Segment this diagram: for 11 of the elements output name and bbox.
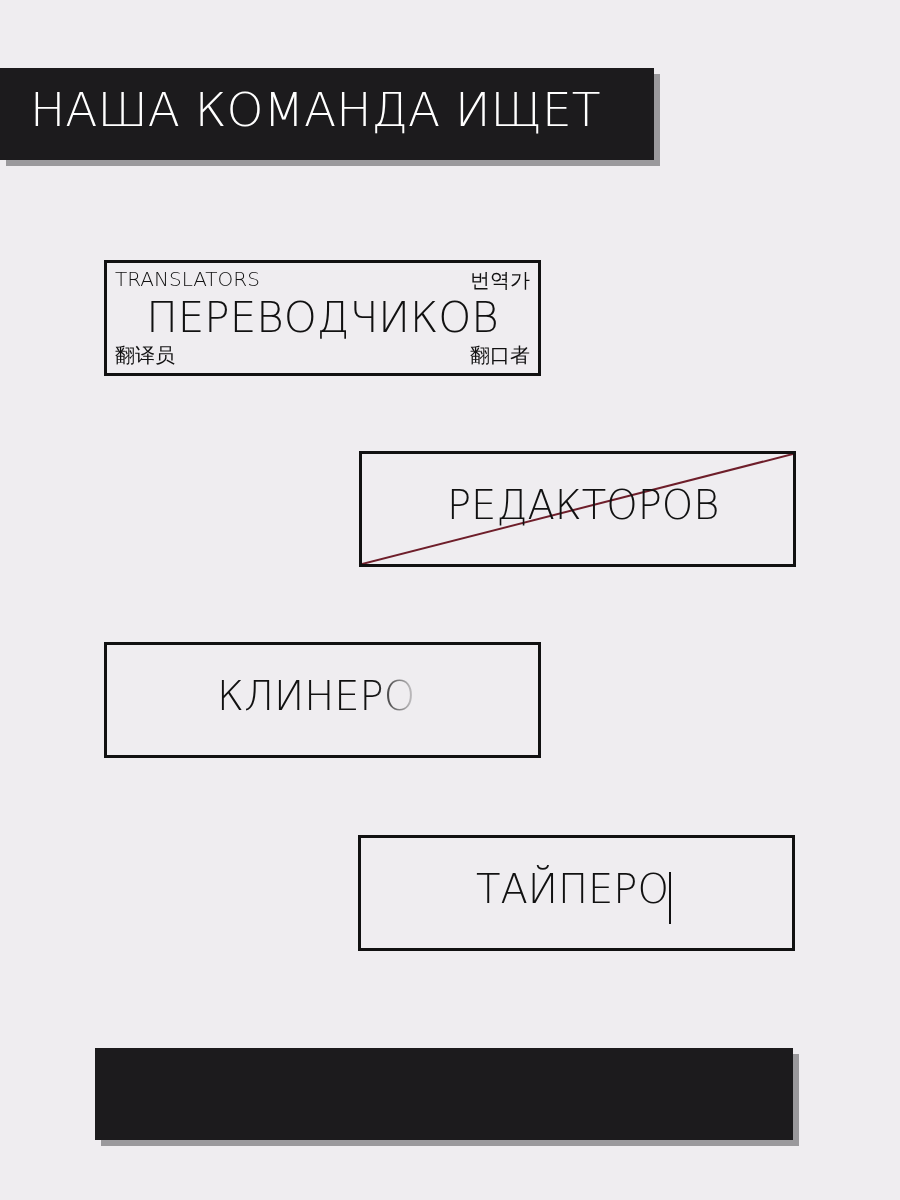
role-title: ПЕРЕВОДЧИКОВ [146,293,499,342]
role-title: ТАЙПЕРО [476,866,669,912]
role-box [358,835,795,951]
english-label: TRANSLATORS [115,267,260,291]
chinese-label: 翻译员 [115,342,175,369]
role-box [104,260,541,376]
role-title: КЛИНЕРО [217,673,416,719]
korean-label: 번역가 [470,267,530,294]
role-box [104,642,541,758]
title-text: НАША КОМАНДА ИЩЕТ [30,82,601,137]
chinese-label: 翻口者 [470,342,530,369]
